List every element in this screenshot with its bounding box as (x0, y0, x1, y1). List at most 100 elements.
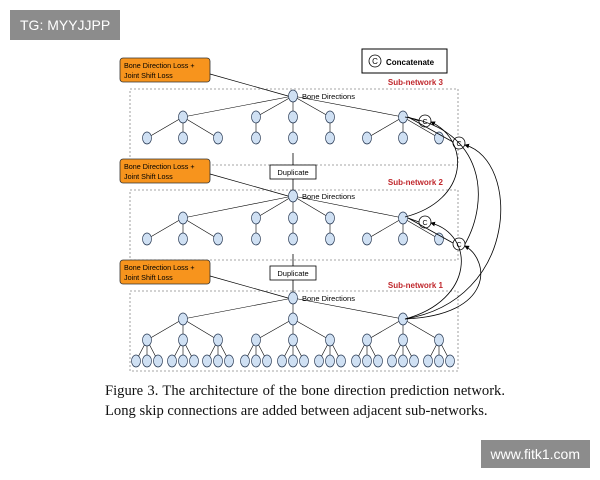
duplicate-box-upper: Duplicate (269, 164, 317, 180)
leaf-node (373, 354, 383, 368)
skip-connections (404, 116, 502, 320)
duplicate-box-lower: Duplicate (269, 265, 317, 281)
leaf-node (288, 131, 298, 145)
leaf-node (213, 232, 223, 246)
leaf-node (336, 354, 346, 368)
leaf-node (362, 232, 372, 246)
svg-text:C: C (456, 242, 461, 249)
figure-caption: Figure 3. The architecture of the bone d… (105, 383, 505, 419)
joint-node (213, 333, 223, 347)
leaf-node (213, 354, 223, 368)
leaf-node (398, 354, 408, 368)
tree-edge (402, 318, 440, 341)
tree-edge (292, 95, 404, 118)
leaf-node (434, 354, 444, 368)
tree-edge (182, 195, 294, 219)
leaf-node (251, 232, 261, 246)
svg-text:Joint Shift Loss: Joint Shift Loss (124, 273, 173, 282)
leaf-node (189, 354, 199, 368)
leaf-node (167, 354, 177, 368)
loss-box-2: Bone Direction Loss + Joint Shift Loss (119, 158, 211, 184)
joint-node (251, 333, 261, 347)
svg-text:C: C (422, 220, 427, 227)
joint-node (398, 333, 408, 347)
leaf-node (178, 232, 188, 246)
joint-node (288, 333, 298, 347)
joint-node (178, 211, 188, 225)
watermark-bottom-right: www.fitk1.com (480, 440, 590, 468)
tree-edge (182, 318, 219, 341)
leaf-node (351, 354, 361, 368)
leaf-node (288, 232, 298, 246)
tree-edge (182, 116, 219, 139)
leaf-node (131, 354, 141, 368)
leaf-node (398, 232, 408, 246)
leaf-node (387, 354, 397, 368)
leaf-node (178, 354, 188, 368)
tree-subnetwork-1 (131, 291, 455, 368)
root-node (288, 189, 298, 203)
leaf-node (434, 232, 444, 246)
tree-edge (402, 217, 440, 240)
legend: C Concatenate (361, 48, 448, 74)
leaf-node (398, 131, 408, 145)
joint-node (398, 110, 408, 124)
svg-text:Bone Direction Loss +: Bone Direction Loss + (124, 263, 195, 272)
leaf-node (277, 354, 287, 368)
tree-edge (292, 95, 331, 118)
joint-node (178, 110, 188, 124)
concat-node-2a: C (418, 215, 432, 229)
bone-directions-label-1: Bone Directions (302, 294, 355, 303)
leaf-node (202, 354, 212, 368)
leaf-node (423, 354, 433, 368)
joint-node (288, 110, 298, 124)
leaf-node (288, 354, 298, 368)
tree-edge (255, 95, 294, 118)
leaf-node (314, 354, 324, 368)
tree-subnetwork-3 (142, 89, 444, 145)
joint-node (288, 211, 298, 225)
leaf-node (240, 354, 250, 368)
subnetwork-1-label: Sub-network 1 (388, 281, 444, 290)
joint-node (434, 333, 444, 347)
subnetwork-2-label: Sub-network 2 (388, 178, 444, 187)
tree-edge (292, 195, 404, 219)
watermark-top-left: TG: MYYJJPP (10, 10, 121, 40)
loss-box-1: Bone Direction Loss + Joint Shift Loss (119, 259, 211, 285)
tree-edge (146, 217, 184, 240)
svg-text:Duplicate: Duplicate (277, 269, 308, 278)
leaf-node (251, 354, 261, 368)
tree-edge (182, 217, 219, 240)
leaf-node (362, 354, 372, 368)
leaf-node (434, 131, 444, 145)
leaf-node (142, 232, 152, 246)
tree-edge (255, 318, 294, 341)
tree-edge (182, 297, 294, 320)
leaf-node (213, 131, 223, 145)
joint-node (398, 211, 408, 225)
joint-node (178, 333, 188, 347)
joint-node (251, 211, 261, 225)
tree-subnetwork-2 (142, 189, 444, 246)
subnetwork-1-frame (129, 290, 459, 372)
leaf-node (153, 354, 163, 368)
leaf-node (142, 354, 152, 368)
leaf-node (325, 354, 335, 368)
concat-node-3a: C (418, 114, 432, 128)
tree-edge (366, 217, 404, 240)
svg-text:C: C (422, 119, 427, 126)
tree-edge (292, 195, 331, 219)
tree-edge (366, 116, 404, 139)
joint-node (362, 333, 372, 347)
svg-text:Bone Direction Loss +: Bone Direction Loss + (124, 61, 195, 70)
joint-node (251, 110, 261, 124)
joint-node (325, 333, 335, 347)
tree-edge (182, 95, 294, 118)
svg-text:Bone Direction Loss +: Bone Direction Loss + (124, 162, 195, 171)
joint-node (178, 312, 188, 326)
leaf-node (178, 131, 188, 145)
root-node (288, 291, 298, 305)
leaf-node (142, 131, 152, 145)
tree-edge (255, 195, 294, 219)
bone-directions-label-3: Bone Directions (302, 92, 355, 101)
